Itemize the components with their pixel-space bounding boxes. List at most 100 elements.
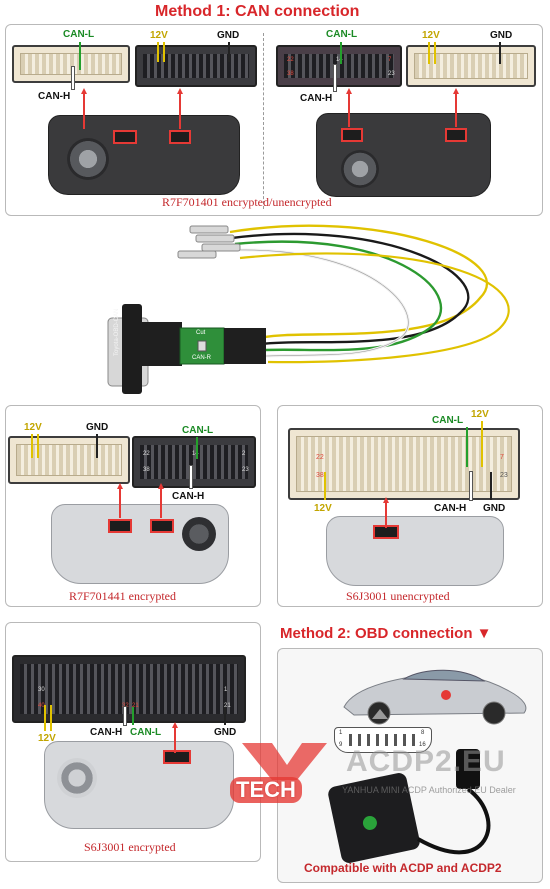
caption-panel3: S6J3001 unencrypted: [346, 589, 450, 603]
instrument-cluster-left: [48, 115, 240, 195]
can-l-wire: [79, 42, 81, 70]
pin-7: 7: [500, 454, 504, 461]
12v-wire-2: [50, 705, 52, 731]
pin-1: 1: [224, 687, 228, 693]
watermark-logo: TECH: [230, 735, 332, 805]
method2-title: Method 2: OBD connection ▼: [280, 625, 492, 642]
connector-dark-left: [135, 45, 257, 87]
instrument-cluster: [326, 516, 504, 586]
watermark-dealer: YANHUA MINI ACDP Authorized EU Dealer: [342, 785, 516, 795]
panel-divider: [263, 33, 264, 209]
pin-14: 14: [336, 57, 343, 63]
gnd-wire: [228, 42, 230, 62]
dial: [182, 517, 216, 551]
can-h-label: CAN-H: [90, 727, 123, 738]
gnd-wire: [499, 42, 501, 64]
can-l-wire: [196, 437, 198, 459]
arrow: [179, 93, 181, 129]
gnd-wire: [490, 472, 492, 500]
arrow: [346, 88, 352, 94]
12v-wire: [428, 42, 430, 64]
arrow: [383, 497, 389, 503]
caption-panel2: R7F701441 encrypted: [69, 589, 176, 603]
obd-pin-8: 8: [421, 730, 425, 736]
12v-wire: [481, 421, 483, 467]
caption-compat: Compatible with ACDP and ACDP2: [304, 861, 502, 875]
caption-panel1: R7F701401 encrypted/unencrypted: [162, 195, 332, 209]
connector-beige-large: 22 38 7 23: [288, 428, 520, 500]
port-highlight: [163, 750, 191, 764]
arrow: [174, 727, 176, 753]
can-l-wire: [466, 427, 468, 467]
can-l-label: CAN-L: [432, 415, 464, 426]
12v-wire-2: [434, 42, 436, 64]
down-arrow: [372, 709, 388, 719]
connector-dark-large: 30 1 40 32 21 21: [12, 655, 246, 723]
port-highlight: [150, 519, 174, 533]
gnd-label: GND: [490, 30, 513, 41]
can-l-label: CAN-L: [326, 29, 358, 40]
12v-label-left: 12V: [314, 503, 332, 514]
can-l-label: CAN-L: [63, 29, 95, 40]
12v-label: 12V: [422, 30, 440, 41]
arrow: [385, 502, 387, 528]
panel-obd: 1 8 9 16 Compatible with ACDP and ACDP2: [277, 648, 543, 883]
can-h-label: CAN-H: [172, 491, 205, 502]
gnd-label: GND: [86, 422, 109, 433]
port-highlight: [341, 128, 363, 142]
obd-pins: [349, 734, 417, 746]
obd-pin-16: 16: [419, 742, 426, 748]
12v-label: 12V: [38, 733, 56, 744]
pin-22: 22: [143, 451, 150, 457]
connector-beige: [8, 436, 130, 484]
pin-23: 23: [388, 71, 395, 77]
can-h-label: CAN-H: [434, 503, 467, 514]
pin-22: 22: [287, 57, 294, 63]
pin-23: 23: [242, 467, 249, 473]
instrument-cluster-right: [316, 113, 491, 197]
pin-21: 21: [132, 703, 139, 709]
db-connector: [107, 304, 266, 394]
can-l-wire: [340, 42, 342, 64]
arrow: [172, 722, 178, 728]
can-l-label: CAN-L: [182, 425, 214, 436]
dial: [341, 150, 379, 188]
12v-wire-left: [324, 472, 326, 500]
switch-label-top: Cut: [196, 330, 206, 336]
pin-32: 32: [122, 703, 129, 709]
connector-beige-right: [406, 45, 536, 87]
12v-label: 12V: [24, 422, 42, 433]
can-h-wire: [72, 67, 74, 89]
arrow: [117, 483, 123, 489]
switch-label-bottom: CAN-R: [192, 355, 211, 361]
can-h-wire: [124, 707, 126, 725]
port-highlight: [113, 130, 137, 144]
gnd-label: GND: [483, 503, 506, 514]
panel-s6j3001-encrypted: 30 1 40 32 21 21 12V CAN-H CAN-L GND S6J…: [5, 622, 261, 862]
connector-beige-left: [12, 45, 130, 83]
gnd-wire: [96, 434, 98, 458]
arrow: [119, 488, 121, 518]
arrow: [348, 93, 350, 127]
arrow: [453, 88, 459, 94]
12v-wire: [44, 705, 46, 731]
12v-wire-2: [37, 434, 39, 458]
caption-panel4: S6J3001 encrypted: [84, 840, 176, 854]
arrow: [160, 488, 162, 518]
obd-pin-1: 1: [339, 730, 343, 736]
panel-s6j3001-unencrypted: 22 38 7 23 CAN-L 12V CAN-H GND 12V S6J30…: [277, 405, 543, 607]
pin-23: 23: [500, 472, 508, 479]
12v-wire-2: [163, 42, 165, 62]
pin-38: 38: [316, 472, 324, 479]
gnd-label: GND: [214, 727, 237, 738]
instrument-cluster: [44, 741, 234, 829]
can-h-label: CAN-H: [300, 93, 333, 104]
pin-38: 38: [143, 467, 150, 473]
method1-title: Method 1: CAN connection: [155, 3, 360, 20]
connector-dark: 22 14 2 38 23: [132, 436, 256, 488]
port-highlight: [169, 130, 191, 144]
pin-14: 14: [192, 451, 199, 457]
dial: [57, 758, 97, 798]
12v-wire: [157, 42, 159, 62]
arrow: [83, 93, 85, 129]
